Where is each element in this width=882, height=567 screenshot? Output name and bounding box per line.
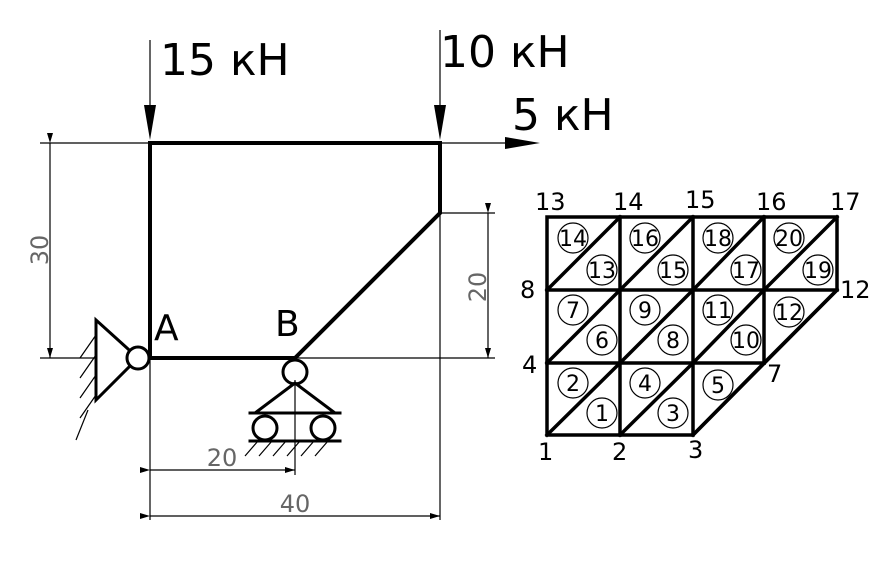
node-label: 17 <box>830 188 861 216</box>
node-label: 4 <box>522 351 537 379</box>
element-label: 8 <box>666 329 680 354</box>
support-label-b: B <box>275 304 300 345</box>
element-label: 2 <box>566 372 580 397</box>
node-label: 15 <box>685 186 716 214</box>
node-label: 3 <box>688 436 703 464</box>
element-label: 10 <box>732 329 760 354</box>
element-label: 20 <box>775 227 803 252</box>
load-arrow-right <box>434 30 446 140</box>
load-arrow-horizontal <box>440 137 540 149</box>
element-label: 9 <box>638 299 652 324</box>
load-label-horizontal: 5 кН <box>512 90 614 141</box>
dimension-height-right <box>295 203 495 359</box>
dimension-label-height-total: 30 <box>26 235 54 266</box>
element-label: 16 <box>631 227 659 252</box>
element-label: 18 <box>704 227 732 252</box>
element-label: 1 <box>595 402 609 427</box>
dimension-width-total <box>140 143 441 520</box>
dimension-width-ab <box>140 358 296 520</box>
element-label: 15 <box>659 259 687 284</box>
load-label-right: 10 кН <box>440 27 570 78</box>
element-label: 17 <box>732 259 760 284</box>
node-label: 1 <box>538 438 553 466</box>
node-label: 8 <box>520 276 535 304</box>
node-labels: 1 2 3 4 7 8 12 13 14 15 16 17 <box>520 186 871 466</box>
node-label: 7 <box>767 360 782 388</box>
node-label: 16 <box>756 188 787 216</box>
support-label-a: A <box>154 308 179 349</box>
dimension-height-total <box>40 133 150 359</box>
element-label: 3 <box>666 402 680 427</box>
dimension-label-height-right: 20 <box>464 272 492 303</box>
dimension-label-width-ab: 20 <box>207 444 238 472</box>
element-circles <box>557 222 834 429</box>
element-label: 19 <box>804 259 832 284</box>
node-label: 13 <box>535 188 566 216</box>
load-label-left: 15 кН <box>160 35 290 86</box>
support-b <box>244 358 342 457</box>
element-label: 13 <box>588 259 616 284</box>
element-labels: 1 2 3 4 5 6 7 8 9 10 11 12 13 14 15 16 1… <box>559 227 832 427</box>
mesh <box>544 214 840 438</box>
node-label: 12 <box>840 276 871 304</box>
support-a <box>75 316 151 441</box>
element-label: 12 <box>775 301 803 326</box>
element-label: 6 <box>595 329 609 354</box>
element-label: 7 <box>566 299 580 324</box>
node-label: 2 <box>612 438 627 466</box>
element-label: 14 <box>559 227 587 252</box>
element-label: 11 <box>704 299 732 324</box>
dimension-label-width-total: 40 <box>280 490 311 518</box>
element-label: 5 <box>711 374 725 399</box>
node-label: 14 <box>613 188 644 216</box>
load-arrow-left <box>144 40 156 140</box>
element-label: 4 <box>638 372 652 397</box>
